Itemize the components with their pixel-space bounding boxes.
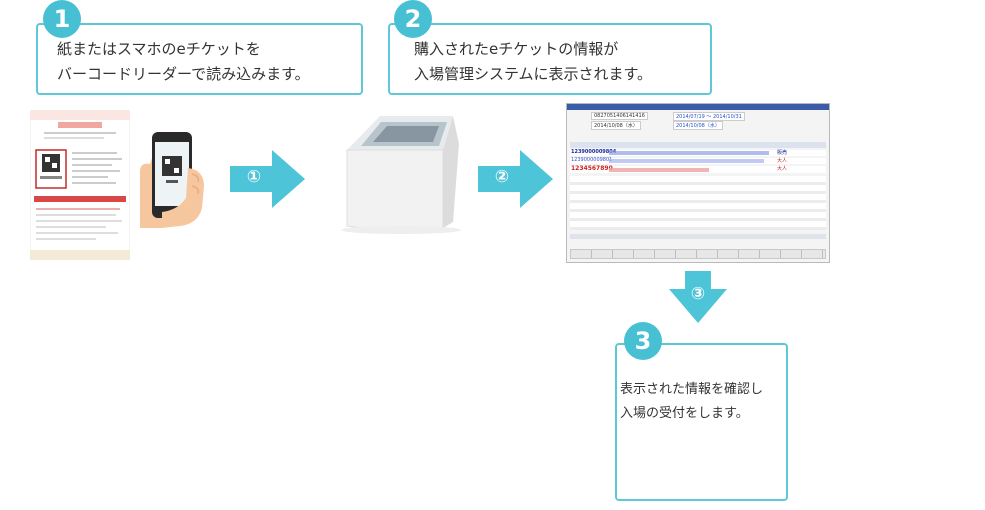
screen-button-row <box>570 249 826 259</box>
screen-empty-rows <box>570 176 826 230</box>
arrow-3-icon <box>669 271 727 323</box>
screen-table-header <box>570 142 826 148</box>
screen-row-3-bar <box>609 168 709 172</box>
screen-row-1-bar <box>609 151 769 155</box>
entry-management-screen: 0827051406141416 2014/07/19 ～ 2014/10/31… <box>566 103 830 263</box>
step-2-line2: 入場管理システムに表示されます。 <box>414 65 653 83</box>
step-1-line1: 紙またはスマホのeチケットを <box>57 40 261 58</box>
step-1-box <box>36 23 363 95</box>
arrow-3-label: ③ <box>690 284 706 304</box>
smartphone-hand-image <box>140 132 204 228</box>
screen-row-3-type: 大人 <box>777 166 788 172</box>
step-3-line2: 入場の受付をします。 <box>620 406 749 421</box>
paper-ticket-image <box>30 110 130 260</box>
screen-row-3-code: 1234567890 <box>571 165 613 172</box>
screen-row-1-code: 1239000009804 <box>571 149 617 155</box>
arrow-1-label: ① <box>246 167 262 187</box>
arrow-1-icon <box>230 150 305 208</box>
step-3-number: 3 <box>624 322 662 360</box>
step-1-line2: バーコードリーダーで読み込みます。 <box>57 65 310 83</box>
step-2-number: 2 <box>394 0 432 38</box>
screen-field-1: 0827051406141416 <box>591 112 648 120</box>
barcode-reader-image <box>341 116 461 234</box>
step-1-number: 1 <box>43 0 81 38</box>
screen-date-3: 2014/10/08（水） <box>673 121 723 130</box>
screen-row-1-type: 販売 <box>777 150 788 156</box>
screen-row-2-bar <box>609 159 764 163</box>
step-2-line1: 購入されたeチケットの情報が <box>414 40 619 58</box>
step-3-box <box>615 343 788 501</box>
screen-footer-bar <box>570 234 826 239</box>
screen-row-2-code: 1239000009801 <box>571 157 613 163</box>
screen-date-2: 2014/10/08（水） <box>591 121 641 130</box>
screen-row-2-type: 大人 <box>777 158 788 164</box>
arrow-2-icon <box>478 150 553 208</box>
screen-titlebar <box>567 104 829 110</box>
step-3-line1: 表示された情報を確認し <box>620 382 764 397</box>
step-2-box <box>388 23 712 95</box>
arrow-2-label: ② <box>494 167 510 187</box>
screen-date-range: 2014/07/19 ～ 2014/10/31 <box>673 112 745 121</box>
